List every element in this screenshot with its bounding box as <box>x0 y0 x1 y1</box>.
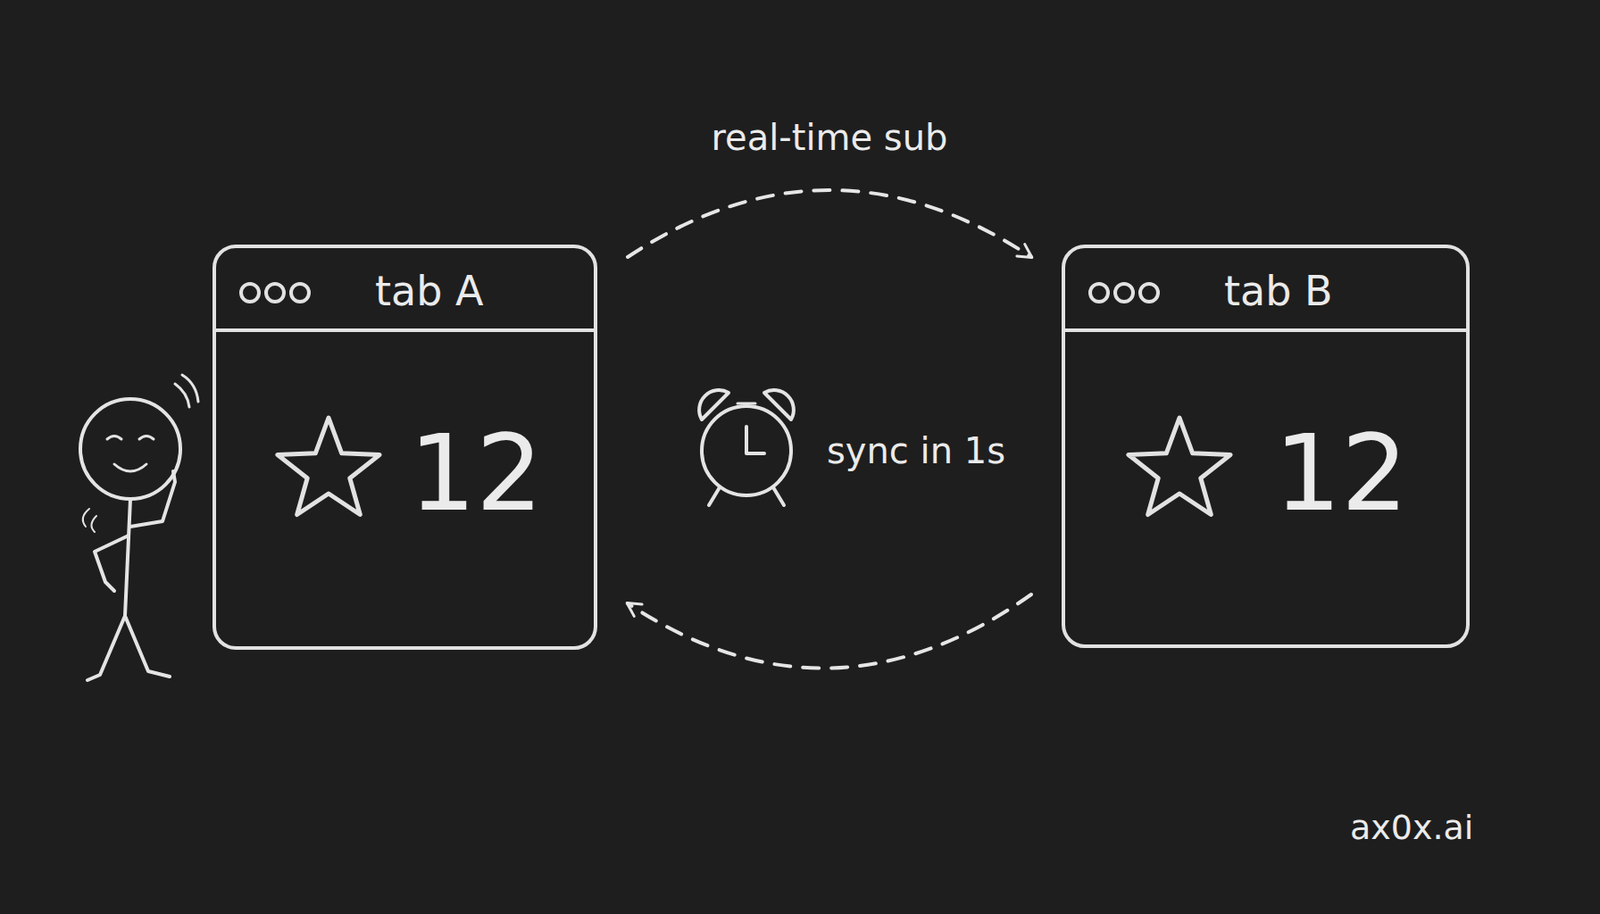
browser-tab-window: tab A 12 <box>212 244 598 650</box>
tab-title: tab A <box>375 266 484 316</box>
browser-tab-window: tab B 12 <box>1061 244 1470 649</box>
star-count: 12 <box>408 420 543 526</box>
edge-label: real-time sub <box>711 116 949 159</box>
stick-figure <box>80 375 199 681</box>
sync-note: sync in 1s <box>826 430 1006 472</box>
dashed-arrow <box>627 190 1032 258</box>
alarm-clock-icon <box>699 390 794 506</box>
dashed-arrow <box>627 594 1032 669</box>
star-count: 12 <box>1274 420 1409 526</box>
watermark: ax0x.ai <box>1350 808 1474 848</box>
tab-title: tab B <box>1224 266 1334 316</box>
